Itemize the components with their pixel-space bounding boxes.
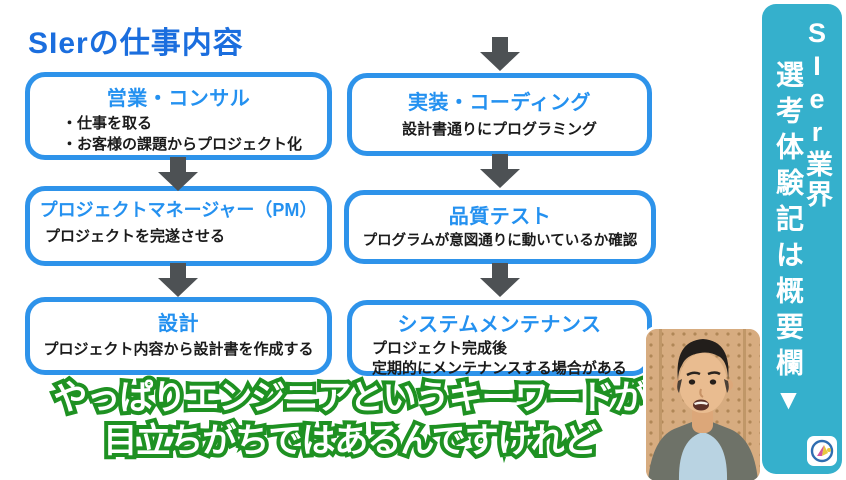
- sidebar-text-industry: SIer業界: [802, 18, 832, 210]
- flow-box-title: システムメンテナンス: [397, 314, 602, 336]
- down-arrow-icon: [480, 154, 520, 188]
- sidebar-text-cta: 選考体験記は概要欄▼: [773, 60, 804, 423]
- flow-box-sales-consulting: 営業・コンサル ・仕事を取る ・お客様の課題からプロジェクト化: [25, 72, 332, 160]
- flow-box-title: プロジェクトマネージャー（PM）: [39, 200, 318, 220]
- flow-box-title: 設計: [158, 313, 199, 335]
- presenter-portrait-icon: [646, 329, 760, 480]
- flow-box-project-manager: プロジェクトマネージャー（PM） プロジェクトを完遂させる: [25, 186, 332, 266]
- down-arrow-icon: [158, 263, 198, 297]
- down-arrow-icon: [480, 263, 520, 297]
- flow-box-implementation-coding: 実装・コーディング 設計書通りにプログラミング: [347, 73, 652, 156]
- flow-box-title: 実装・コーディング: [407, 92, 592, 114]
- subtitle-line: やっぱりエンジニアというキーワードが: [49, 375, 651, 421]
- flow-box-line: プログラムが意図通りに動いているか確認: [362, 233, 638, 249]
- down-arrow-icon: [480, 37, 520, 71]
- flow-box-design: 設計 プロジェクト内容から設計書を作成する: [25, 297, 332, 375]
- flow-box-line: ・お客様の課題からプロジェクト化: [62, 136, 303, 153]
- presenter-photo: [643, 326, 763, 480]
- flow-box-quality-test: 品質テスト プログラムが意図通りに動いているか確認: [344, 190, 656, 264]
- flow-box-title: 営業・コンサル: [106, 88, 251, 110]
- compass-logo-icon: [810, 439, 834, 463]
- flow-box-system-maintenance: システムメンテナンス プロジェクト完成後 定期的にメンテナンスする場合がある: [347, 300, 652, 377]
- flow-box-line: プロジェクトを完遂させる: [45, 228, 226, 245]
- page-title: SIerの仕事内容: [28, 27, 244, 60]
- channel-logo: [807, 436, 837, 466]
- sidebar-banner: SIer業界 選考体験記は概要欄▼: [762, 4, 842, 474]
- subtitle-line: 目立ちがちではあるんですけれど: [99, 418, 601, 464]
- flow-box-line: 設計書通りにプログラミング: [401, 121, 597, 138]
- flow-box-line: ・仕事を取る: [62, 115, 153, 132]
- flow-box-line: プロジェクト内容から設計書を作成する: [43, 341, 314, 358]
- down-arrow-icon: [158, 157, 198, 191]
- flow-box-line: 定期的にメンテナンスする場合がある: [372, 359, 627, 377]
- subtitle-caption: やっぱりエンジニアというキーワードが 目立ちがちではあるんですけれど: [0, 375, 700, 464]
- flow-box-line: プロジェクト完成後: [372, 340, 508, 357]
- flow-box-title: 品質テスト: [448, 206, 552, 228]
